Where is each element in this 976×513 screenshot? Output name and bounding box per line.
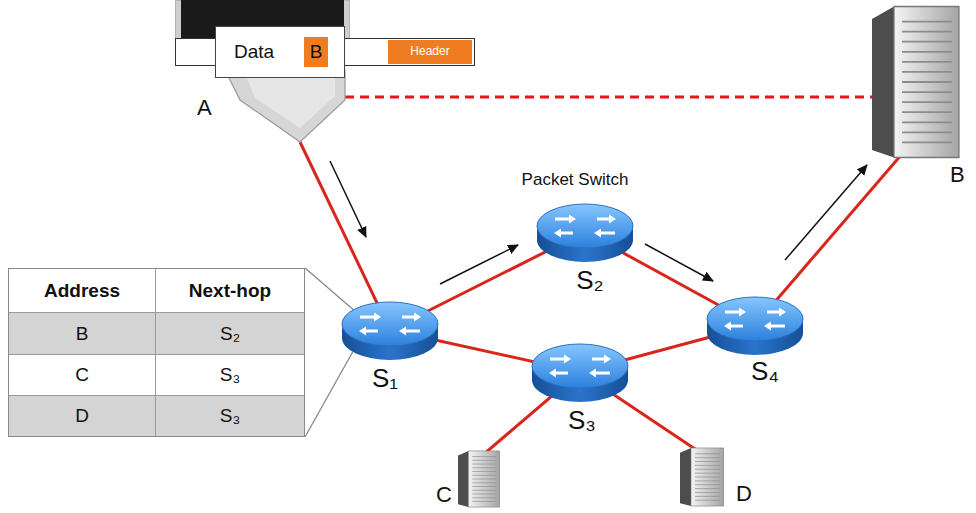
address-field: B [304, 37, 328, 67]
packet-field: Data [234, 41, 274, 63]
packet-field: B [310, 41, 323, 63]
router-top [532, 344, 628, 388]
server-front [469, 451, 500, 507]
callout-line [305, 268, 356, 312]
table-cell: S₃ [156, 355, 304, 396]
router-icon [705, 295, 805, 357]
data-box: Data B [215, 26, 345, 78]
flow-arrow [330, 161, 366, 237]
routing-table: Address Next-hopB S₂ C S₃ D S₃ [8, 268, 305, 437]
switch-label: S₃ [568, 406, 596, 436]
server-side [680, 448, 691, 506]
flow-arrow [440, 245, 518, 284]
table-callout [305, 268, 356, 437]
packet-switch: S₃ [530, 342, 630, 404]
table-header-cell: Address [9, 269, 156, 313]
router-arrow-heads [359, 313, 421, 336]
table-value: S₂ [220, 323, 240, 345]
server-side [872, 7, 894, 158]
packet-switch: S₄ [705, 295, 805, 357]
table-cell: C [9, 355, 156, 396]
server-front [894, 7, 959, 158]
switch-label: S₄ [751, 357, 779, 387]
table-header-cell: Next-hop [156, 269, 304, 313]
switch-caption: Packet Switch [522, 170, 629, 190]
router-arrow-heads [549, 355, 611, 378]
router-icon [340, 300, 440, 362]
host-label: D [736, 481, 752, 506]
table-value: C [75, 364, 89, 386]
server-host: C [458, 450, 500, 508]
packet-field: Header [410, 45, 449, 59]
server-icon [872, 4, 960, 160]
table-cell: S₂ [156, 313, 304, 355]
laptop-screen [181, 0, 344, 46]
table-cell: D [9, 396, 156, 436]
callout-line [305, 346, 356, 437]
network-link [300, 142, 390, 330]
router-arrows [555, 219, 615, 233]
table-header: Next-hop [189, 280, 271, 302]
logical-link [345, 96, 916, 99]
router-top [537, 204, 633, 248]
router-arrows [360, 317, 420, 331]
switch-label: S₁ [372, 364, 398, 394]
laptop-keyboard [247, 78, 335, 128]
table-value: D [75, 405, 89, 427]
host-label: A [197, 95, 212, 120]
server-host: D [680, 447, 724, 507]
router-arrow-heads [554, 215, 616, 238]
router-top [707, 297, 803, 341]
server-icon [458, 450, 500, 508]
router-top [342, 302, 438, 346]
server-vents [472, 457, 496, 502]
router-icon [535, 202, 635, 264]
laptop-base [225, 70, 345, 142]
router-arrows [550, 359, 610, 373]
router-arrows [725, 312, 785, 326]
table-value: B [76, 323, 89, 345]
connector-group [300, 97, 916, 454]
host-label: C [436, 482, 452, 507]
packet-switch: S₁ [340, 300, 440, 362]
server-vents [695, 454, 720, 500]
flow-arrow [785, 165, 867, 260]
table-value: S₃ [220, 364, 240, 386]
switch-label: S₂ [576, 266, 603, 296]
flow-arrow [645, 244, 713, 281]
router-icon [530, 342, 630, 404]
table-cell: B [9, 313, 156, 355]
server-front [691, 448, 724, 506]
header-box: Header [388, 40, 472, 64]
table-header: Address [44, 280, 120, 302]
server-vents [902, 22, 952, 143]
table-value: S₃ [220, 405, 240, 427]
server-icon [680, 447, 724, 507]
packet-switch: Packet SwitchS₂ [535, 202, 635, 264]
laptop-lid [175, 0, 350, 58]
router-arrow-heads [724, 308, 786, 331]
table-cell: S₃ [156, 396, 304, 436]
server-host: B [872, 4, 960, 160]
server-side [458, 451, 469, 507]
host-label: B [950, 162, 965, 187]
